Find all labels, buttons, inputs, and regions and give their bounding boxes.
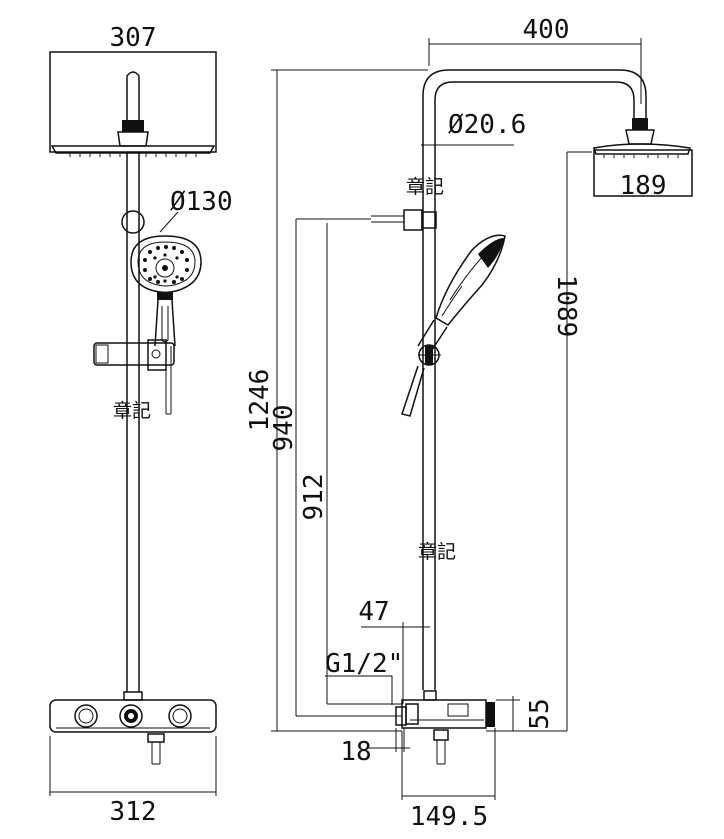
dim-depth-18: 18 [340,737,371,767]
thermostat-body [49,699,217,733]
head-envelope-box [49,51,217,153]
head-connector [122,120,144,132]
side-hose [401,365,425,417]
head-arm-stem [126,71,140,120]
dim-total-height: 1246 [245,369,275,432]
slider-knob [121,210,145,234]
dim-overhead-height: 1089 [551,275,581,338]
side-hand-shower [417,234,506,351]
hand-shower-face [130,235,202,300]
side-thermostat-body [401,699,487,729]
dim-bracket-height: 912 [299,474,329,521]
front-view: 307 Ø130 [49,23,233,827]
wall-bracket [403,209,423,231]
side-riser-inner [434,81,635,690]
stamp-text-2: 章記 [406,176,444,198]
shower-head-plate [50,145,216,154]
dim-offset-47: 47 [358,597,389,627]
side-view: 400 Ø20.6 189 1089 章記 [245,15,693,832]
side-head-connector [632,118,648,130]
dim-body-height: 55 [525,698,555,729]
dim-body-width: 312 [110,797,157,827]
dim-head-width: 307 [110,23,157,53]
stamp-text-3: 章記 [418,541,456,563]
head-nozzles [69,154,197,157]
dim-head-diameter: 189 [620,171,667,201]
hand-shower-handle [154,299,176,347]
stamp-text-1: 章記 [113,400,151,422]
dim-arm-length: 400 [523,15,570,45]
dim-hand-shower: Ø130 [170,187,233,217]
dim-body-depth: 149.5 [410,802,488,832]
wall-connector [395,706,407,726]
side-head-plate [593,143,691,155]
dim-thread: G1/2" [325,649,403,679]
side-knob [486,702,495,727]
side-riser-outer [422,69,647,690]
head-swivel [117,131,149,147]
side-head-envelope [593,149,693,197]
dim-pipe-diameter: Ø20.6 [448,110,526,140]
slider-bracket [93,342,175,366]
body-knobs [74,704,192,728]
dim-slider-height: 940 [269,405,299,452]
